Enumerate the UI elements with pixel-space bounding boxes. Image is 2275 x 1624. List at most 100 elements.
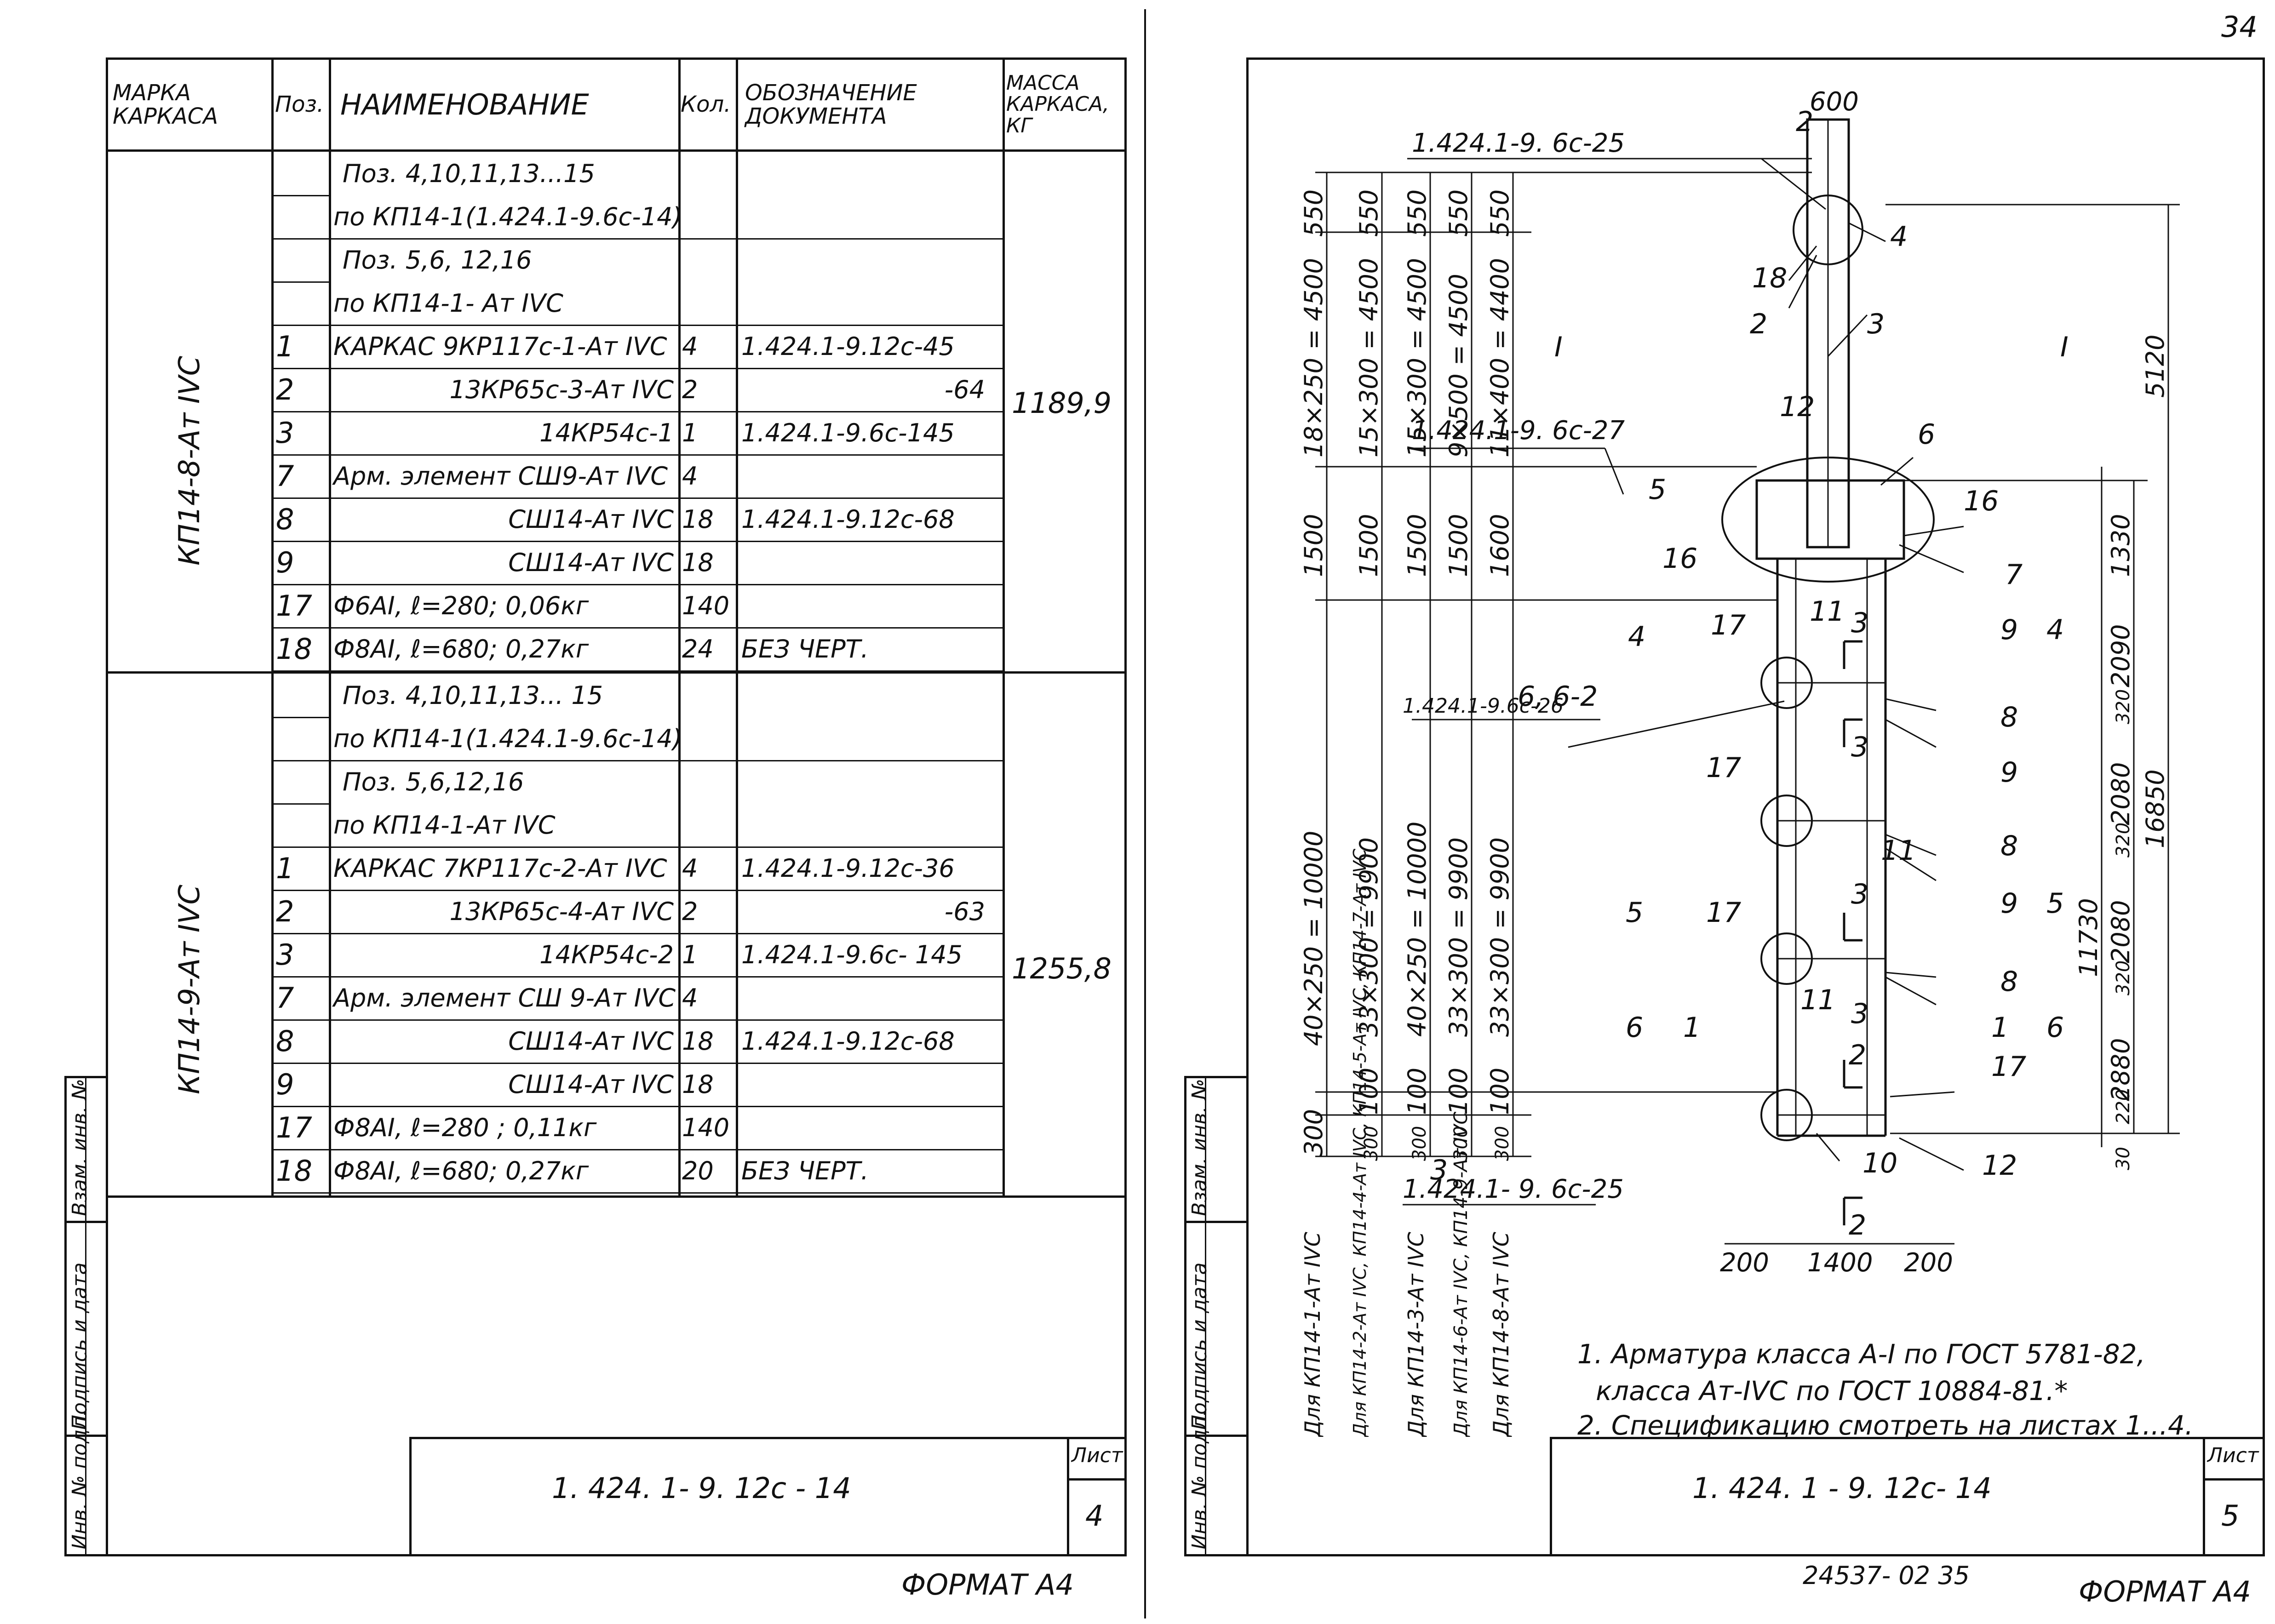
svg-text:6: 6	[1918, 418, 1935, 451]
svg-text:320: 320	[2113, 689, 2134, 724]
row-qty: 1	[682, 940, 698, 969]
svg-text:Для КП14-6-Ат IVС, КП14-9-Ат I: Для КП14-6-Ат IVС, КП14-9-Ат IVС	[1450, 1112, 1472, 1437]
svg-text:2080: 2080	[2106, 900, 2135, 963]
svg-text:5: 5	[1626, 897, 1643, 929]
dim-b-200a: 200	[1720, 1248, 1769, 1278]
row-name: Ф8АI, ℓ=280 ; 0,11кг	[333, 1113, 597, 1142]
svg-text:2090: 2090	[2106, 624, 2135, 687]
row-doc: 1.424.1-9.12с-68	[741, 1026, 955, 1056]
table-row-line	[271, 760, 1003, 761]
svg-text:1500: 1500	[1403, 514, 1432, 577]
row-name: Поз. 4,10,11,13... 15	[343, 680, 603, 710]
svg-text:220: 220	[2113, 1089, 2134, 1124]
dim-600: 600	[1810, 87, 1859, 117]
row-qty: 2	[682, 375, 698, 404]
row-doc	[741, 1106, 999, 1149]
row-name: Ф8АI, ℓ=680; 0,27кг	[333, 634, 589, 663]
table-row-line	[271, 890, 1003, 891]
row-pos	[276, 717, 327, 760]
svg-text:40×250 = 10000: 40×250 = 10000	[1299, 831, 1328, 1046]
svg-text:11×400 = 4400: 11×400 = 4400	[1485, 258, 1514, 457]
table-row-line	[271, 281, 329, 283]
row-qty: 4	[682, 332, 698, 361]
row-pos: 18	[276, 632, 312, 666]
svg-text:8: 8	[2000, 701, 2018, 733]
sheet-divider	[1144, 9, 1146, 1618]
svg-text:300: 300	[1450, 1126, 1472, 1161]
row-qty: 20	[682, 1156, 714, 1185]
group1-mass: 1189,9	[1012, 386, 1112, 420]
row-qty	[682, 152, 735, 195]
page-number: 34	[2221, 10, 2258, 44]
row-qty: 2	[682, 897, 698, 926]
svg-text:550: 550	[1444, 189, 1473, 237]
group1-mark: КП14-8-Ат IVС	[172, 356, 206, 566]
stamp-sign-date: Подпись и дата	[68, 1262, 92, 1430]
svg-text:100: 100	[1444, 1068, 1473, 1115]
svg-text:16: 16	[1662, 543, 1697, 575]
svg-text:5120: 5120	[2141, 335, 2170, 398]
row-doc: 1.424.1-9.12с-45	[741, 332, 955, 361]
svg-text:1500: 1500	[1299, 514, 1328, 577]
row-pos	[276, 803, 327, 846]
svg-text:Для КП14-8-Ат IVС: Для КП14-8-Ат IVС	[1489, 1232, 1513, 1437]
svg-text:2080: 2080	[2106, 762, 2135, 825]
row-qty	[682, 238, 735, 281]
row-pos: 9	[276, 1067, 294, 1101]
table-row-line	[271, 1106, 1003, 1107]
right-format: ФОРМАТ А4	[2079, 1575, 2251, 1608]
svg-text:300: 300	[1492, 1126, 1513, 1161]
table-row-line	[271, 325, 1003, 326]
row-pos: 18	[276, 1154, 312, 1188]
row-doc: 1.424.1-9.6с-145	[741, 418, 955, 447]
r-stamp-sign-date: Подпись и дата	[1188, 1262, 1211, 1430]
row-doc: 1.424.1-9.6с- 145	[741, 940, 963, 969]
row-qty	[682, 803, 735, 846]
row-pos: 8	[276, 502, 294, 536]
svg-text:6, 6-2: 6, 6-2	[1518, 680, 1598, 713]
table-row-line	[271, 1063, 1003, 1064]
row-doc	[741, 760, 999, 803]
row-qty: 18	[682, 548, 714, 577]
svg-text:17: 17	[1706, 897, 1741, 929]
right-doc-code: 1. 424. 1 - 9. 12с- 14	[1692, 1471, 1992, 1505]
svg-text:5: 5	[2046, 887, 2064, 920]
svg-text:100: 100	[1403, 1068, 1432, 1115]
svg-text:100: 100	[1354, 1068, 1383, 1115]
header-pos: Поз.	[275, 91, 324, 118]
svg-text:9×500 = 4500: 9×500 = 4500	[1444, 274, 1473, 457]
svg-text:15×300 = 4500: 15×300 = 4500	[1354, 258, 1383, 457]
svg-text:100: 100	[1485, 1068, 1514, 1115]
left-doc-code: 1. 424. 1- 9. 12с - 14	[552, 1471, 851, 1505]
dim-b-1400: 1400	[1807, 1248, 1873, 1278]
svg-text:320: 320	[2113, 961, 2134, 995]
row-pos: 1	[276, 851, 294, 885]
svg-text:7: 7	[2005, 559, 2023, 591]
row-doc: БЕЗ ЧЕРТ.	[741, 634, 869, 663]
row-qty	[682, 195, 735, 238]
row-name: Арм. элемент СШ 9-Ат IVС	[333, 983, 676, 1012]
svg-text:10: 10	[1862, 1147, 1897, 1179]
table-row-line	[271, 541, 1003, 542]
svg-text:33×300 = 9900: 33×300 = 9900	[1354, 837, 1383, 1037]
row-qty: 4	[682, 853, 698, 883]
row-name: по КП14-1(1.424.1-9.6с-14)	[333, 202, 682, 231]
row-doc	[741, 454, 999, 497]
svg-text:11: 11	[1881, 835, 1916, 867]
svg-text:1: 1	[1991, 1012, 2009, 1044]
group2-mass: 1255,8	[1012, 952, 1112, 985]
svg-text:3: 3	[1851, 878, 1868, 910]
row-qty	[682, 674, 735, 717]
row-doc: -63	[944, 897, 985, 926]
right-sheet-number: 5	[2221, 1499, 2240, 1533]
svg-text:Для КП14-2-Ат IVС, КП14-4-Ат I: Для КП14-2-Ат IVС, КП14-4-Ат IVС, КП14-5…	[1350, 848, 1370, 1437]
svg-text:I: I	[1554, 331, 1563, 363]
right-side-stamp	[1184, 1076, 1249, 1556]
left-sheet-number: 4	[1085, 1499, 1104, 1533]
svg-text:4: 4	[2046, 614, 2064, 646]
svg-text:2: 2	[1849, 1039, 1866, 1071]
row-name: КАРКАС 9КР117с-1-Ат IVС	[333, 332, 667, 361]
svg-text:1: 1	[1683, 1012, 1701, 1044]
row-pos	[276, 195, 327, 238]
table-row-line	[271, 584, 1003, 585]
